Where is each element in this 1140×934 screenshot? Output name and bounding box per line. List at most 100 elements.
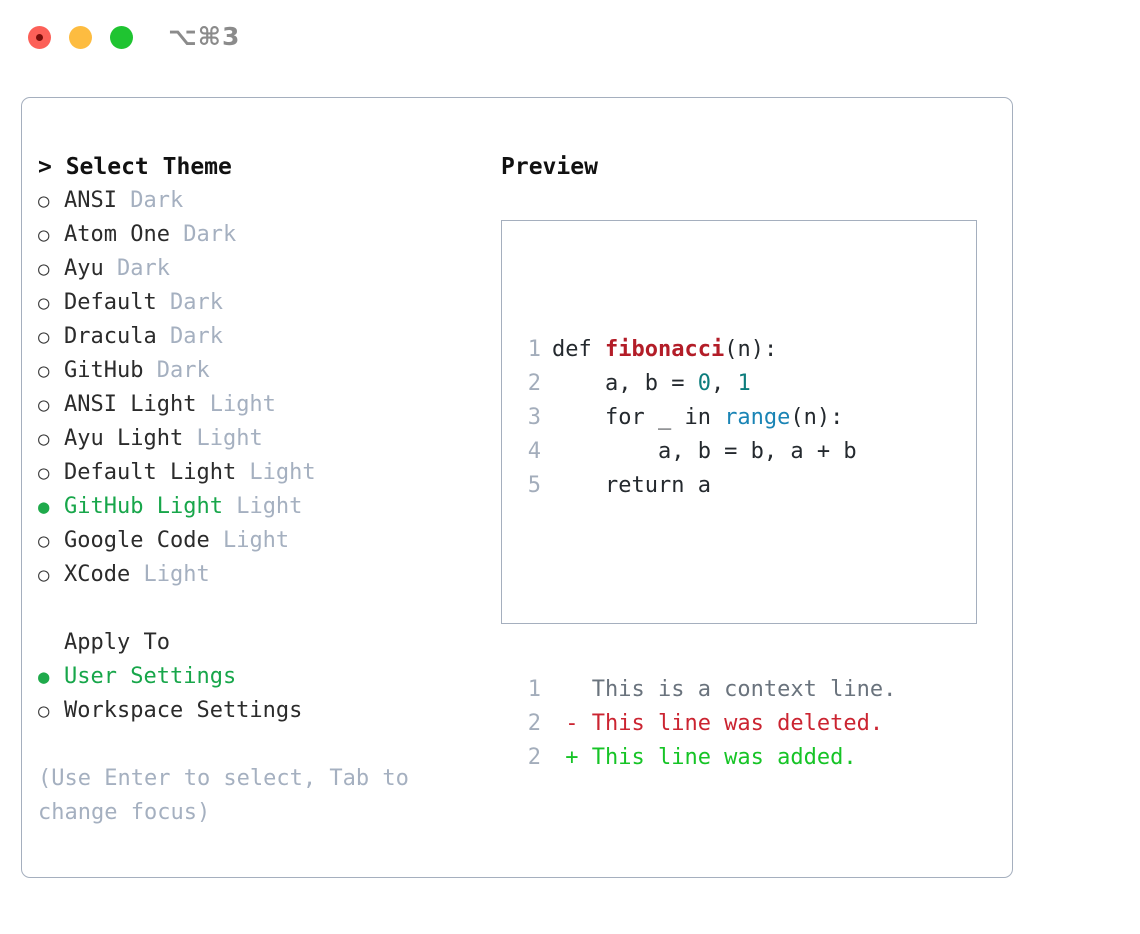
- apply-to-option-user-settings[interactable]: ● User Settings: [38, 660, 478, 694]
- token-del: - This line was deleted.: [552, 711, 884, 736]
- theme-option-ayu-light[interactable]: ○ Ayu Light Light: [38, 422, 478, 456]
- code-text: return a: [552, 469, 711, 503]
- radio-unselected-icon: ○: [38, 394, 50, 416]
- radio-unselected-icon: ○: [38, 326, 50, 348]
- code-text: def fibonacci(n):: [552, 333, 777, 367]
- diff-line: 1 This is a context line.: [519, 673, 897, 707]
- theme-variant-tag: Light: [209, 528, 290, 553]
- code-line: 5 return a: [519, 469, 896, 503]
- radio-unselected-icon: ○: [38, 360, 50, 382]
- theme-variant-tag: Light: [236, 460, 316, 485]
- theme-option-label: Default Light: [64, 460, 237, 485]
- token-fn: fibonacci: [604, 337, 725, 362]
- token-kw: for _ in: [552, 405, 725, 430]
- theme-variant-tag: Light: [196, 392, 276, 417]
- keyboard-hint-text: (Use Enter to select, Tab to change focu…: [38, 766, 423, 825]
- radio-unselected-icon: ○: [38, 462, 50, 484]
- radio-unselected-icon: ○: [38, 258, 50, 280]
- apply-to-option-label: Workspace Settings: [64, 698, 303, 723]
- line-number: 3: [527, 405, 541, 430]
- theme-option-dracula[interactable]: ○ Dracula Dark: [38, 320, 478, 354]
- theme-variant-tag: Dark: [156, 324, 223, 349]
- radio-selected-icon: ●: [38, 496, 50, 518]
- theme-option-xcode[interactable]: ○XCode Light: [38, 558, 478, 592]
- main-panel: > Select Theme ○ANSI Dark○Atom One Dark○…: [21, 97, 1013, 878]
- theme-variant-tag: Dark: [116, 188, 184, 213]
- theme-option-default-light[interactable]: ○ Default Light Light: [38, 456, 478, 490]
- code-text: for _ in range(n):: [552, 401, 843, 435]
- token-add: + This line was added.: [552, 745, 857, 770]
- line-number: 2: [527, 745, 541, 770]
- theme-variant-tag: Dark: [143, 358, 210, 383]
- line-number: 1: [527, 337, 541, 362]
- theme-option-github[interactable]: ○ GitHub Dark: [38, 354, 478, 388]
- title-bar: ⌥⌘3: [0, 0, 1140, 78]
- radio-unselected-icon: ○: [38, 564, 50, 586]
- theme-option-default[interactable]: ○Default Dark: [38, 286, 478, 320]
- line-number: 1: [527, 677, 541, 702]
- theme-variant-tag: Light: [222, 494, 303, 519]
- minimize-button-icon[interactable]: [69, 26, 92, 49]
- apply-to-list[interactable]: ● User Settings ○Workspace Settings: [38, 660, 478, 728]
- theme-option-label: Dracula: [64, 324, 157, 349]
- token-plain: ,: [710, 371, 738, 396]
- diff-line: 2 + This line was added.: [519, 741, 896, 775]
- theme-list[interactable]: ○ANSI Dark○Atom One Dark○Ayu Dark○Defaul…: [38, 184, 478, 592]
- theme-option-label: Atom One: [64, 222, 170, 247]
- token-num: 1: [737, 371, 751, 396]
- token-kw: def: [552, 337, 605, 362]
- keyboard-shortcut-label: ⌥⌘3: [168, 22, 241, 51]
- radio-unselected-icon: ○: [38, 428, 50, 450]
- code-line: 3 for _ in range(n):: [519, 401, 896, 435]
- theme-option-label: GitHub Light: [64, 494, 223, 519]
- code-line: 4 a, b = b, a + b: [519, 435, 896, 469]
- apply-to-option-label: User Settings: [64, 664, 237, 689]
- diff-text: - This line was deleted.: [552, 707, 883, 741]
- theme-selector-column: > Select Theme ○ANSI Dark○Atom One Dark○…: [38, 150, 478, 830]
- line-number: 2: [527, 371, 541, 396]
- radio-unselected-icon: ○: [38, 530, 50, 552]
- theme-option-github-light[interactable]: ● GitHub Light Light: [38, 490, 478, 524]
- token-num: 0: [697, 371, 711, 396]
- zoom-button-icon[interactable]: [110, 26, 133, 49]
- token-ctx: This is a context line.: [552, 677, 897, 702]
- token-plain: a, b = b, a + b: [552, 439, 857, 464]
- radio-unselected-icon: ○: [38, 190, 50, 212]
- code-spacer: [519, 571, 896, 605]
- theme-option-label: GitHub: [64, 358, 144, 383]
- theme-variant-tag: Dark: [103, 256, 170, 281]
- theme-option-label: Google Code: [64, 528, 210, 553]
- radio-selected-icon: ●: [38, 666, 50, 688]
- code-text: a, b = 0, 1: [552, 367, 751, 401]
- code-line: 2 a, b = 0, 1: [519, 367, 896, 401]
- theme-option-ansi[interactable]: ○ANSI Dark: [38, 184, 478, 218]
- diff-line: 2 - This line was deleted.: [519, 707, 896, 741]
- theme-option-ansi-light[interactable]: ○ANSI Light Light: [38, 388, 478, 422]
- radio-unselected-icon: ○: [38, 224, 50, 246]
- token-kw: return a: [552, 473, 711, 498]
- theme-option-ayu[interactable]: ○ Ayu Dark: [38, 252, 478, 286]
- token-call: range: [724, 405, 791, 430]
- theme-option-label: Ayu Light: [64, 426, 184, 451]
- code-text: a, b = b, a + b: [552, 435, 857, 469]
- diff-sample: 1 This is a context line.2 - This line w…: [519, 673, 897, 775]
- apply-to-header: Apply To: [64, 630, 170, 655]
- theme-option-label: Ayu: [64, 256, 104, 281]
- theme-option-label: Default: [64, 290, 157, 315]
- preview-title: Preview: [501, 154, 598, 180]
- theme-option-atom-one[interactable]: ○Atom One Dark: [38, 218, 478, 252]
- theme-variant-tag: Light: [130, 562, 210, 587]
- theme-list-header: > Select Theme: [38, 154, 232, 180]
- apply-to-option-workspace-settings[interactable]: ○Workspace Settings: [38, 694, 478, 728]
- token-plain: (n):: [790, 405, 844, 430]
- theme-variant-tag: Light: [183, 426, 263, 451]
- theme-option-google-code[interactable]: ○ Google Code Light: [38, 524, 478, 558]
- diff-text: + This line was added.: [552, 741, 857, 775]
- close-button-icon[interactable]: [28, 26, 51, 49]
- radio-unselected-icon: ○: [38, 292, 50, 314]
